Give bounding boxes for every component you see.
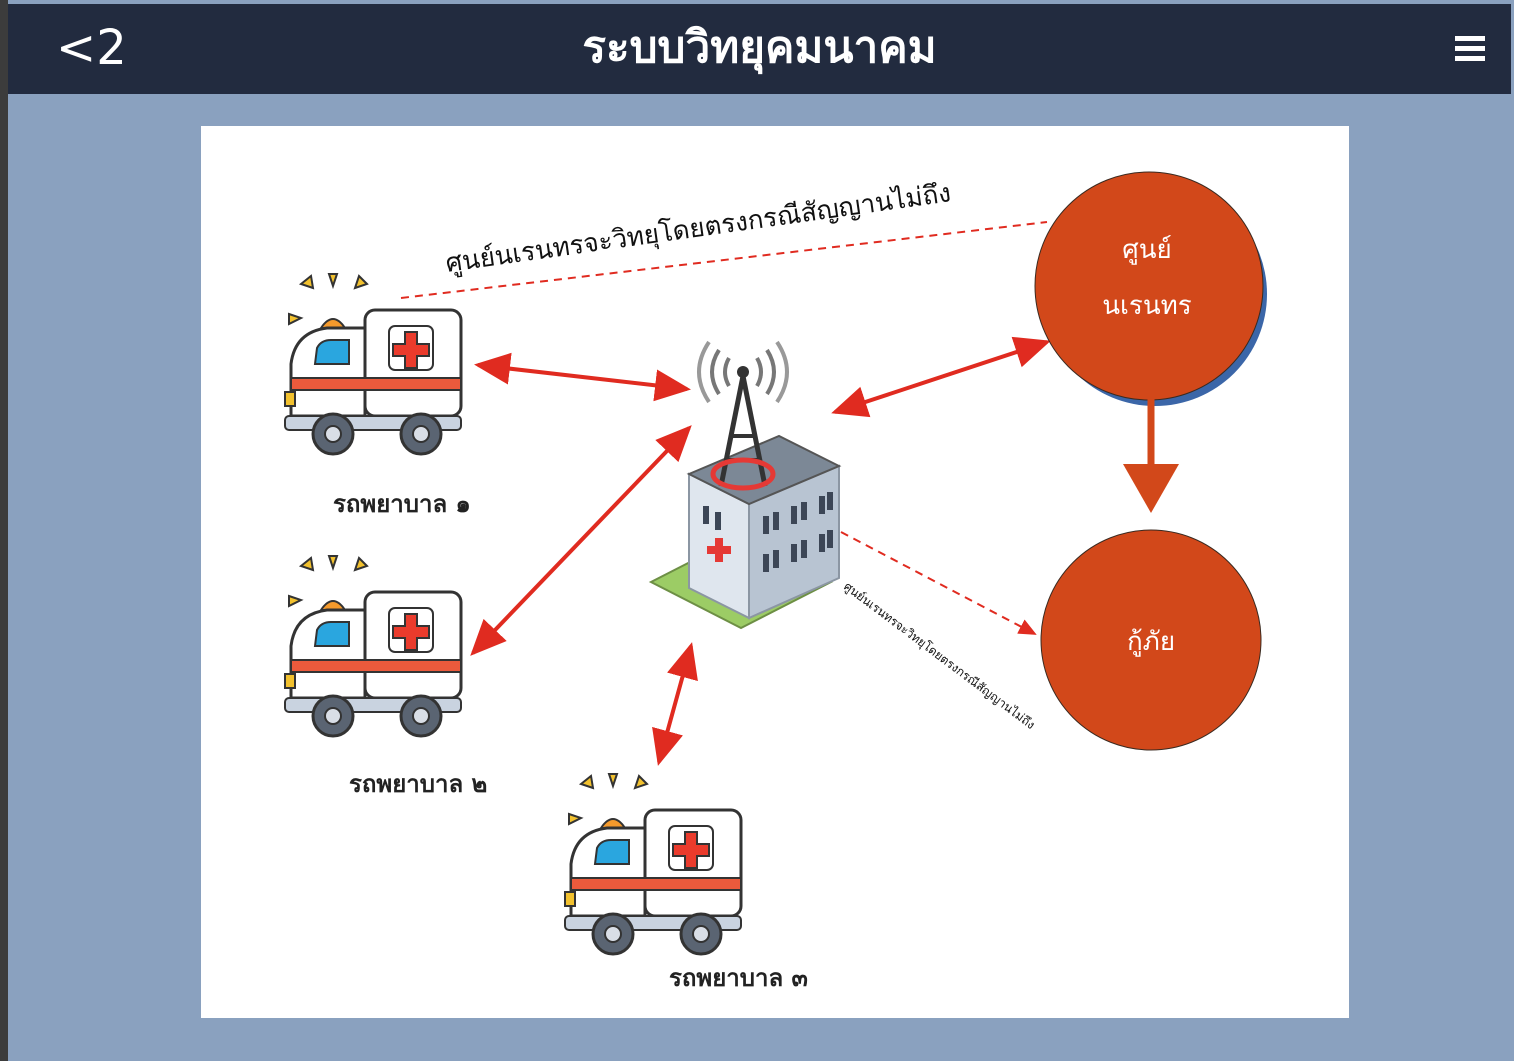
ambulance-icon-3 xyxy=(563,772,743,956)
ambulance-label-1: รถพยาบาล ๑ xyxy=(333,490,471,518)
hamburger-menu-icon[interactable] xyxy=(1455,32,1489,66)
link-ambulance-2 xyxy=(470,425,692,656)
back-button[interactable]: <2 xyxy=(56,20,127,76)
link-narenthorn xyxy=(831,336,1051,418)
dashed-direct-lines xyxy=(400,221,1048,635)
narenthorn-label-line1: ศูนย์ xyxy=(1122,235,1172,265)
dashed-line-top xyxy=(400,221,1048,299)
ambulance-icon-2 xyxy=(283,554,463,738)
ambulance-icon-1 xyxy=(283,272,463,456)
link-ambulance-1 xyxy=(474,352,691,402)
link-ambulance-3 xyxy=(652,642,698,766)
narenthorn-center-node: ศูนย์ นเรนทร xyxy=(1034,171,1267,406)
ambulance-label-3: รถพยาบาล ๓ xyxy=(669,964,808,992)
top-bar: <2 ระบบวิทยุคมนาคม xyxy=(8,4,1511,94)
ambulance-label-2: รถพยาบาล ๒ xyxy=(349,770,487,798)
narenthorn-label-line2: นเรนทร xyxy=(1102,291,1192,321)
annotation-bottom: ศูนย์นเรนทรจะวิทยุโดยตรงกรณีสัญญานไม่ถึง xyxy=(841,579,1038,733)
hospital-radio-tower-icon xyxy=(648,340,842,630)
radio-link-arrows xyxy=(470,336,1051,766)
page-title: ระบบวิทยุคมนาคม xyxy=(582,22,937,73)
rescue-label: กู้ภัย xyxy=(1127,627,1175,657)
diagram-canvas: รถพยาบาล ๑ รถพยาบาล ๒ รถพยาบาล ๓ xyxy=(201,126,1349,1018)
rescue-node: กู้ภัย xyxy=(1040,529,1262,751)
dashed-line-bottom xyxy=(840,531,1037,635)
radio-network-diagram: รถพยาบาล ๑ รถพยาบาล ๒ รถพยาบาล ๓ xyxy=(283,171,1267,992)
